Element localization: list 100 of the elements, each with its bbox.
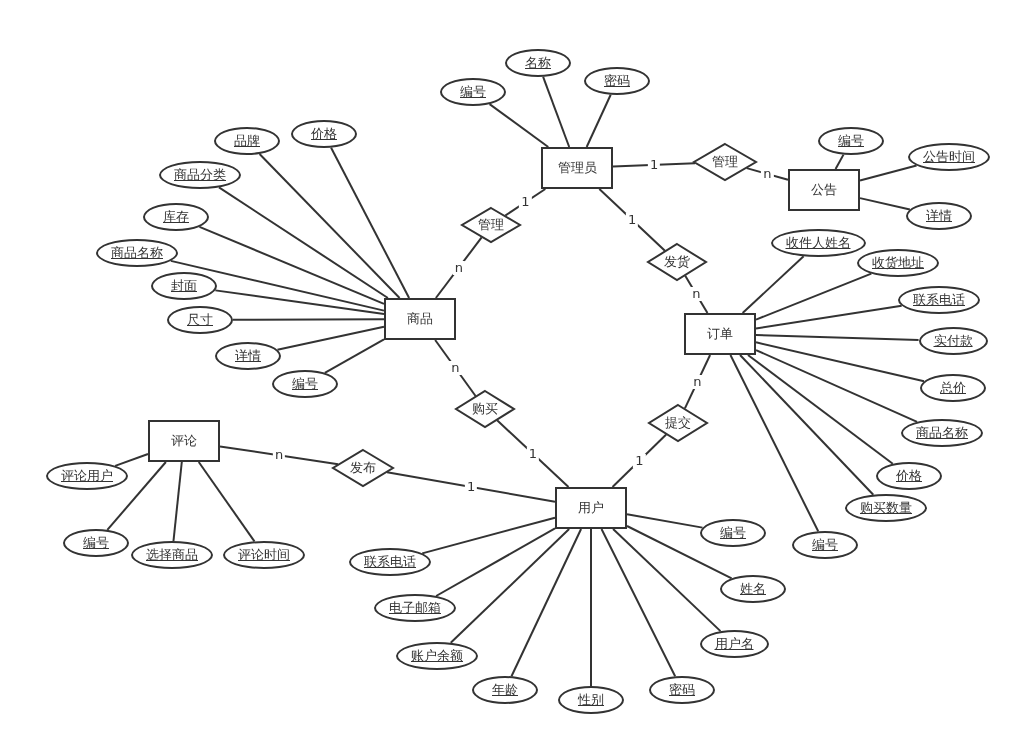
cardinality-label: n (691, 374, 704, 389)
attribute-ellipse: 收件人姓名 (770, 229, 866, 257)
connector-line (600, 528, 677, 678)
connector-line (421, 516, 556, 555)
connector-line (386, 471, 556, 503)
attribute-ellipse: 库存 (143, 203, 209, 231)
relationship-diamond: 购买 (455, 390, 515, 428)
connector-line (258, 152, 401, 299)
attribute-ellipse: 编号 (63, 529, 129, 557)
connector-line (276, 325, 385, 351)
connector-line (626, 513, 704, 529)
attribute-ellipse: 详情 (906, 202, 972, 230)
connector-line (488, 103, 550, 148)
connector-line (859, 164, 918, 182)
attribute-ellipse: 姓名 (720, 575, 786, 603)
attribute-ellipse: 联系电话 (898, 286, 980, 314)
connector-line (434, 236, 483, 299)
cardinality-label: 1 (464, 479, 478, 494)
relationship-diamond: 发货 (647, 243, 707, 281)
attribute-ellipse: 编号 (792, 531, 858, 559)
attribute-ellipse: 品牌 (214, 127, 280, 155)
relationship-diamond: 管理 (461, 207, 521, 243)
connector-line (172, 461, 183, 542)
connector-line (169, 259, 385, 312)
connector-line (612, 162, 697, 168)
connector-line (449, 528, 571, 644)
entity-box: 管理员 (541, 147, 613, 189)
cardinality-label: n (449, 360, 462, 375)
cardinality-label: 1 (519, 195, 532, 210)
attribute-ellipse: 用户名 (699, 630, 769, 658)
connector-line (496, 419, 570, 488)
attribute-ellipse: 价格 (291, 120, 357, 148)
connector-line (684, 274, 709, 314)
attribute-ellipse: 评论用户 (46, 462, 128, 490)
attribute-ellipse: 收货地址 (857, 249, 939, 277)
attribute-ellipse: 密码 (584, 67, 650, 95)
entity-box: 评论 (148, 420, 220, 462)
connector-line (214, 289, 385, 315)
connector-line (755, 341, 926, 383)
attribute-ellipse: 商品名称 (901, 419, 983, 447)
connector-line (683, 354, 712, 410)
attribute-ellipse: 实付款 (918, 327, 988, 355)
attribute-ellipse: 密码 (649, 676, 715, 704)
attribute-ellipse: 详情 (215, 342, 281, 370)
cardinality-label: n (690, 287, 703, 302)
connector-line (745, 167, 789, 181)
connector-line (114, 453, 149, 467)
attribute-ellipse: 商品分类 (159, 161, 241, 189)
attribute-ellipse: 编号 (440, 78, 506, 106)
attribute-ellipse: 公告时间 (908, 143, 990, 171)
attribute-ellipse: 价格 (876, 462, 942, 490)
attribute-ellipse: 性别 (558, 686, 624, 714)
entity-box: 用户 (555, 487, 627, 529)
connector-line (219, 445, 340, 466)
connector-line (741, 255, 805, 314)
connector-line (612, 528, 722, 633)
relationship-diamond: 发布 (332, 449, 394, 487)
connector-line (198, 225, 385, 305)
cardinality-label: n (452, 260, 465, 275)
connector-line (217, 186, 389, 299)
attribute-ellipse: 编号 (272, 370, 338, 398)
attribute-ellipse: 封面 (151, 272, 217, 300)
attribute-ellipse: 年龄 (472, 676, 538, 704)
cardinality-label: 1 (647, 157, 661, 172)
relationship-diamond: 提交 (648, 404, 708, 442)
connector-line (729, 354, 820, 533)
connector-line (585, 93, 612, 148)
attribute-ellipse: 编号 (818, 127, 884, 155)
connector-line (510, 528, 583, 678)
attribute-ellipse: 尺寸 (167, 306, 233, 334)
entity-box: 公告 (788, 169, 860, 211)
connector-line (232, 318, 385, 321)
connector-line (746, 354, 894, 465)
attribute-ellipse: 购买数量 (845, 494, 927, 522)
connector-line (859, 197, 911, 211)
attribute-ellipse: 编号 (700, 519, 766, 547)
connector-line (542, 75, 571, 148)
attribute-ellipse: 总价 (920, 374, 986, 402)
connector-line (434, 339, 477, 397)
connector-line (834, 153, 845, 170)
connector-line (755, 334, 920, 341)
connector-line (590, 528, 592, 687)
entity-box: 商品 (384, 298, 456, 340)
cardinality-label: 1 (626, 212, 639, 227)
attribute-ellipse: 账户余额 (396, 642, 478, 670)
connector-line (611, 433, 668, 488)
connector-line (197, 461, 256, 543)
attribute-ellipse: 商品名称 (96, 239, 178, 267)
cardinality-label: 1 (633, 453, 646, 468)
attribute-ellipse: 评论时间 (223, 541, 305, 569)
attribute-ellipse: 联系电话 (349, 548, 431, 576)
relationship-diamond: 管理 (693, 143, 757, 181)
cardinality-label: 1 (526, 446, 539, 461)
connector-line (435, 527, 556, 597)
connector-line (106, 461, 167, 531)
attribute-ellipse: 名称 (505, 49, 571, 77)
attribute-ellipse: 电子邮箱 (374, 594, 456, 622)
connector-line (330, 146, 411, 299)
connector-line (739, 354, 875, 496)
attribute-ellipse: 选择商品 (131, 541, 213, 569)
